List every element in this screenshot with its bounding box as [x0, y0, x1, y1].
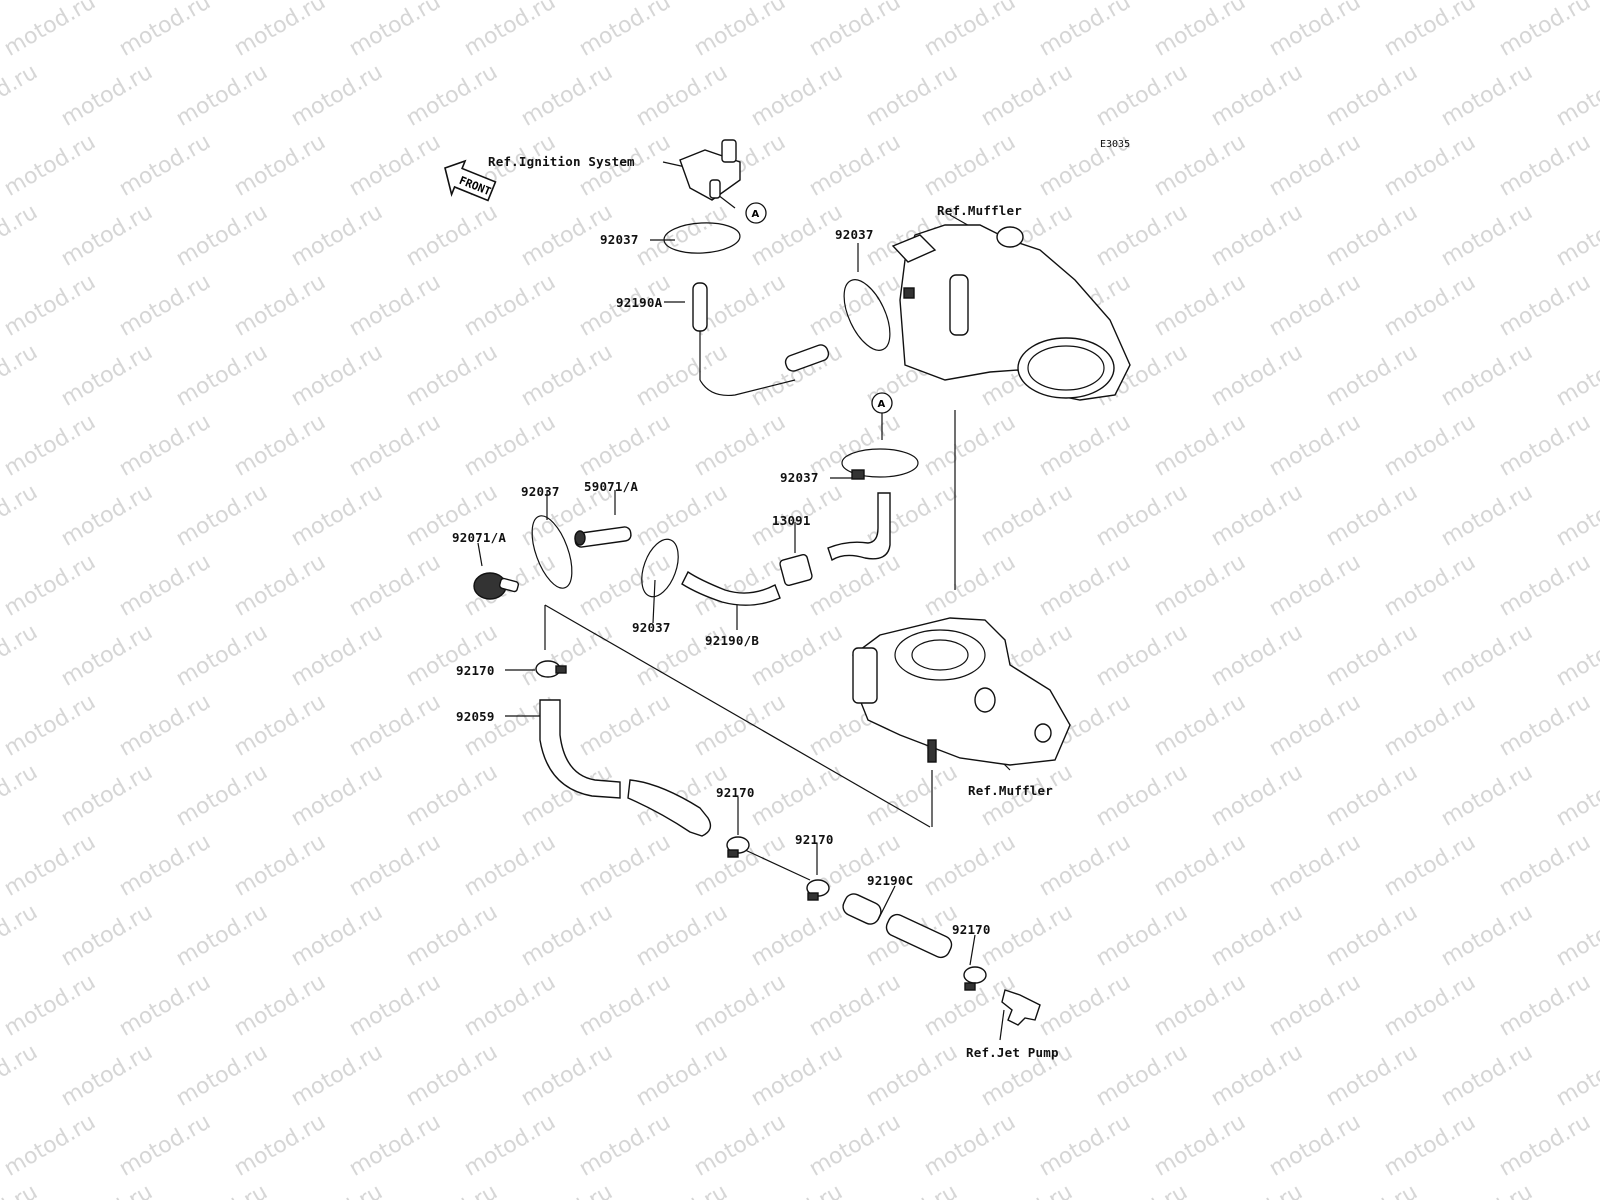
svg-text:A: A: [878, 399, 886, 410]
ref-jet-pump-label[interactable]: Ref.Jet Pump: [966, 1045, 1059, 1060]
part-label-92037-middle[interactable]: 92037: [780, 470, 819, 485]
front-arrow-icon: FRONT: [444, 159, 497, 202]
part-label-92190c[interactable]: 92190C: [867, 873, 914, 888]
part-label-92170-c[interactable]: 92170: [795, 832, 834, 847]
part-label-92037-left[interactable]: 92037: [521, 484, 560, 499]
part-label-92037-muffler[interactable]: 92037: [835, 227, 874, 242]
hose-bent-right: [827, 492, 891, 562]
hose-92190b: [681, 570, 781, 606]
muffler-top: [891, 224, 1131, 401]
band-clamp-92037-middle: [841, 448, 919, 478]
hose-92190a: [692, 282, 830, 372]
hose-92059-end: [627, 779, 712, 837]
band-clamp-92037-muffler: [843, 279, 891, 351]
part-label-92190a[interactable]: 92190A: [616, 295, 663, 310]
band-clamp-92037-right: [641, 538, 679, 598]
part-13091: [779, 554, 813, 586]
part-label-92170-d[interactable]: 92170: [952, 922, 991, 937]
band-clamp-92037-left: [531, 515, 573, 589]
hose-clamp-92170-c: [806, 879, 830, 901]
part-label-92170-b[interactable]: 92170: [716, 785, 755, 800]
fitting-59071a: [574, 526, 632, 548]
band-clamp-92037-top: [663, 222, 741, 254]
jet-pump-elbow: [1001, 989, 1041, 1026]
marker-a-top: A: [745, 202, 767, 224]
muffler-bottom: [852, 617, 1071, 766]
part-label-92037-right[interactable]: 92037: [632, 620, 671, 635]
ignition-connector: [679, 139, 741, 201]
diagram-code: E3035: [1100, 139, 1131, 150]
part-label-92037-top[interactable]: 92037: [600, 232, 639, 247]
ref-ignition-system-label[interactable]: Ref.Ignition System: [488, 154, 635, 169]
part-label-92190b[interactable]: 92190/B: [705, 633, 760, 648]
hose-92059: [539, 699, 621, 799]
part-label-59071a[interactable]: 59071/A: [584, 479, 639, 494]
svg-text:A: A: [752, 209, 760, 220]
marker-a-middle: A: [871, 392, 893, 440]
part-label-92059[interactable]: 92059: [456, 709, 495, 724]
clamp-tab: [903, 287, 915, 299]
clamp-tab: [851, 469, 865, 480]
ref-muffler-bottom-label[interactable]: Ref.Muffler: [968, 783, 1053, 798]
part-label-13091[interactable]: 13091: [772, 513, 811, 528]
hose-clamp-92170-d: [963, 966, 987, 991]
hose-clamp-92170-b: [726, 836, 750, 858]
part-label-92071a[interactable]: 92071/A: [452, 530, 507, 545]
plug-92071a: [473, 572, 520, 600]
ref-muffler-top-label[interactable]: Ref.Muffler: [937, 203, 1022, 218]
hose-clamp-92170-a: [535, 660, 567, 678]
hose-92190c: [842, 893, 953, 959]
part-label-92170-a[interactable]: 92170: [456, 663, 495, 678]
